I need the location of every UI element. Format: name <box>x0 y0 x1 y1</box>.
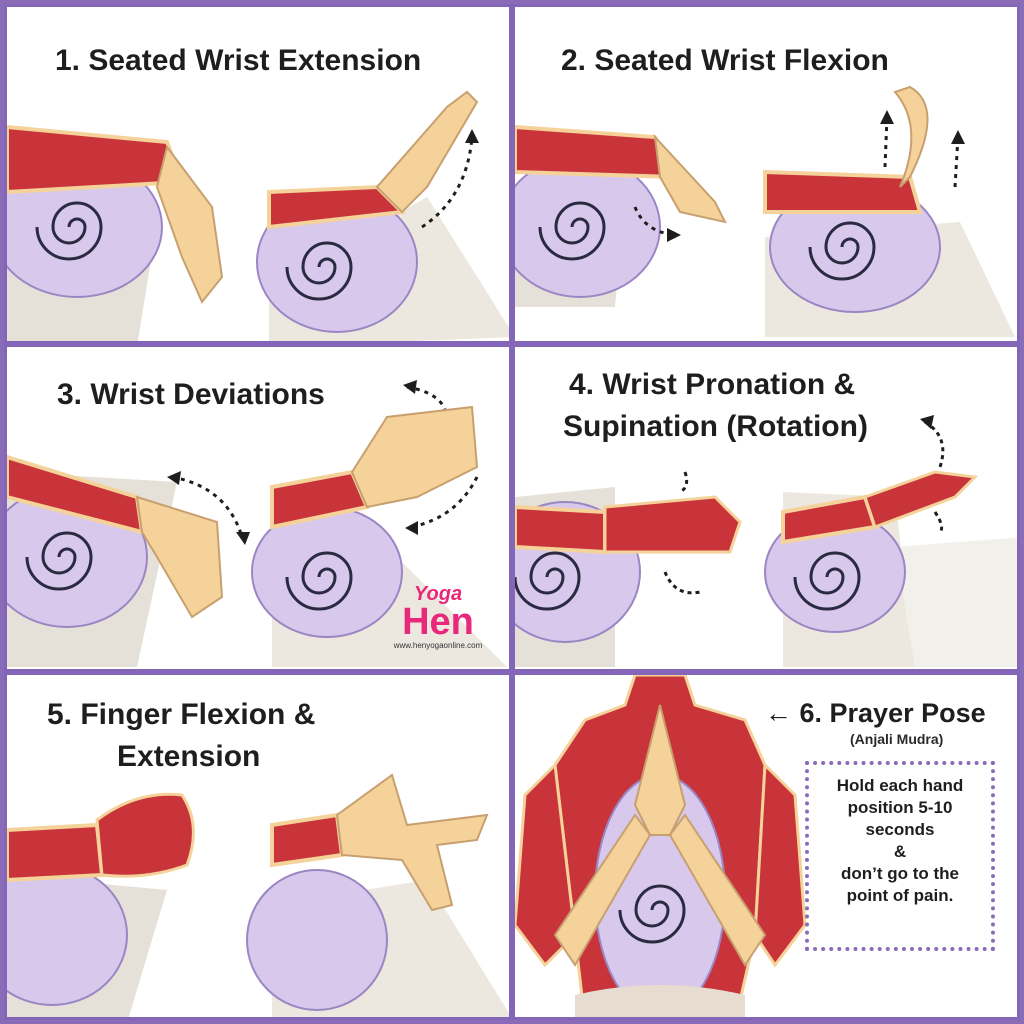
hold-position-note: Hold each hand position 5-10 seconds & d… <box>805 761 995 951</box>
panel-title: 3. Wrist Deviations <box>57 378 325 411</box>
panel-title: 1. Seated Wrist Extension <box>55 44 422 77</box>
panel-finger-flexion-extension: 5. Finger Flexion & Extension <box>4 672 512 1020</box>
note-line: don’t go to the <box>840 864 960 883</box>
logo-url-text: www.henyogaonline.com <box>393 641 483 650</box>
finger-flexion-illustration <box>7 773 509 1017</box>
note-line: & <box>893 842 907 861</box>
panel-title-line2: Supination (Rotation) <box>563 410 868 443</box>
panel-seated-wrist-flexion: 2. Seated Wrist Flexion <box>512 4 1020 344</box>
panel-title-line1: 5. Finger Flexion & <box>47 698 316 731</box>
wrist-flexion-illustration <box>515 85 1015 337</box>
panel-wrist-deviations: 3. Wrist Deviations <box>4 344 512 672</box>
panel-title: ← 6. Prayer Pose <box>765 698 986 728</box>
panel-title-line2: Extension <box>117 740 261 773</box>
panel-wrist-pronation-supination: 4. Wrist Pronation & Supination (Rotatio… <box>512 344 1020 672</box>
yoga-hen-logo: Yoga Hen www.henyogaonline.com <box>386 584 490 664</box>
wrist-deviations-illustration <box>7 380 507 667</box>
note-line: position 5-10 <box>847 798 953 817</box>
panel-seated-wrist-extension: 1. Seated Wrist Extension <box>4 4 512 344</box>
logo-yoga-text: Yoga <box>413 583 463 605</box>
note-line: Hold each hand <box>836 776 964 795</box>
note-line: seconds <box>865 820 935 839</box>
panel-title-line1: 4. Wrist Pronation & <box>569 368 856 401</box>
wrist-extension-illustration <box>7 90 509 341</box>
prayer-pose-illustration <box>515 675 807 1017</box>
note-line: point of pain. <box>846 886 954 905</box>
panel-title: 2. Seated Wrist Flexion <box>561 44 889 77</box>
logo-hen-text: Hen <box>402 601 474 643</box>
wrist-rotation-illustration <box>515 415 1017 667</box>
panel-subtitle: (Anjali Mudra) <box>850 731 944 747</box>
panel-prayer-pose: ← 6. Prayer Pose (Anjali Mudra) Hold eac… <box>512 672 1020 1020</box>
